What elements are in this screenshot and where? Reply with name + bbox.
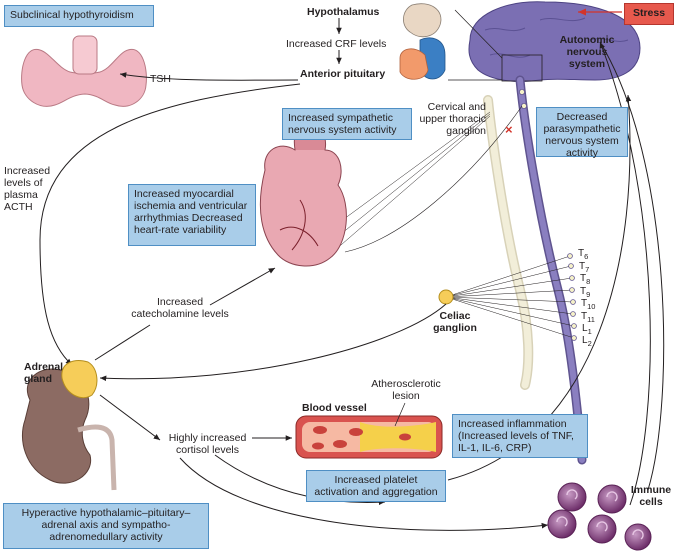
cervical-ganglion-label: Cervical and upper thoracic ganglion [419,101,486,137]
catecholamine-label: Increased catecholamine levels [131,296,229,320]
acth-arrow [39,83,301,366]
tsh-label: TSH [150,73,171,85]
kidney [21,368,117,491]
brain [468,1,641,83]
spine-level-label: L1 [582,323,592,336]
spine-level-label: T7 [579,261,590,274]
spine-level-label: T9 [580,286,591,299]
adrenal-gland-label: Adrenal gland [24,361,64,385]
sympathetic-activity-box: Increased sympathetic nervous system act… [282,108,412,140]
spine-level-label: T6 [578,248,589,261]
crf-label: Increased CRF levels [286,38,387,50]
celiac-ganglion-dot [438,289,454,305]
blood-vessel-label: Blood vessel [302,402,367,414]
hpa-axis-box: Hyperactive hypothalamic–pituitary–adren… [3,503,209,549]
myocardial-box: Increased myocardial ischemia and ventri… [128,184,256,246]
spine-level-label: T10 [581,298,596,311]
block-mark: × [505,122,513,137]
platelet-box: Increased platelet activation and aggreg… [306,470,446,502]
catecholamine-arrow [209,267,276,306]
autonomic-nervous-system-label: Autonomic nervous system [559,34,615,70]
spine-level-label: T11 [581,311,595,324]
tsh-arrow [119,72,299,81]
cortisol-label: Highly increased cortisol levels [168,432,247,456]
anterior-pituitary-label: Anterior pituitary [300,68,386,80]
immune-cells [547,482,652,551]
stress-box: Stress [624,3,674,25]
pituitary-inset [399,3,446,80]
heart [259,126,347,267]
celiac-ganglion-label: Celiac ganglion [433,310,477,334]
hypothalamus-label: Hypothalamus [307,6,380,18]
inflammation-box: Increased inflammation (Increased levels… [452,414,588,458]
subclinical-hypothyroidism-box: Subclinical hypothyroidism [4,5,154,27]
parasympathetic-activity-box: Decreased parasympathetic nervous system… [536,107,628,159]
celiac-to-adrenal-arrow [99,303,447,382]
immune-cells-label: Immune cells [630,484,672,508]
blood-vessel [295,415,443,459]
adrenal-gland-shape [61,360,98,399]
atherosclerotic-lesion-label: Atherosclerotic lesion [371,378,441,402]
acth-label: Increased levels of plasma ACTH [4,165,51,213]
thyroid-gland [21,35,147,107]
spine-level-label: L2 [582,335,592,348]
celiac-fibres [445,255,575,339]
spine-level-label: T8 [580,273,591,286]
